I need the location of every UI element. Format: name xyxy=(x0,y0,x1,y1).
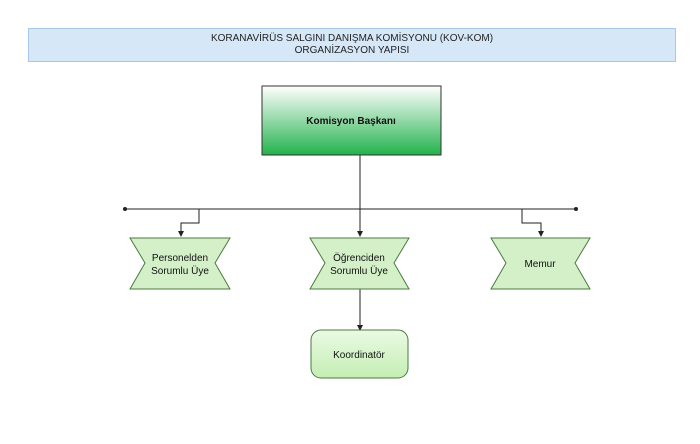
bus-endpoint-left xyxy=(123,207,127,211)
node-head-label: Komisyon Başkanı xyxy=(306,116,396,127)
node-student-label-2: Sorumlu Üye xyxy=(330,265,388,277)
title-banner: KORANAVİRÜS SALGINI DANIŞMA KOMİSYONU (K… xyxy=(28,28,676,62)
node-staff-label-2: Sorumlu Üye xyxy=(151,265,209,277)
connector-officer xyxy=(521,209,544,237)
bus-endpoint-right xyxy=(574,207,578,211)
node-officer[interactable]: Memur xyxy=(490,237,591,290)
node-student-label-1: Öğrenciden xyxy=(333,252,385,264)
node-staff-label-1: Personelden xyxy=(152,253,208,264)
node-head[interactable]: Komisyon Başkanı xyxy=(261,85,442,156)
title-line-2: ORGANİZASYON YAPISI xyxy=(294,45,410,56)
title-line-1: KORANAVİRÜS SALGINI DANIŞMA KOMİSYONU (K… xyxy=(210,33,494,44)
node-staff-member[interactable]: Personelden Sorumlu Üye xyxy=(129,237,231,290)
node-coordinator-label: Koordinatör xyxy=(333,350,385,361)
node-officer-label: Memur xyxy=(524,259,556,270)
node-coordinator[interactable]: Koordinatör xyxy=(310,329,409,379)
connector-staff xyxy=(178,209,200,237)
node-student-member[interactable]: Öğrenciden Sorumlu Üye xyxy=(309,237,410,290)
connector-lines xyxy=(125,155,576,331)
